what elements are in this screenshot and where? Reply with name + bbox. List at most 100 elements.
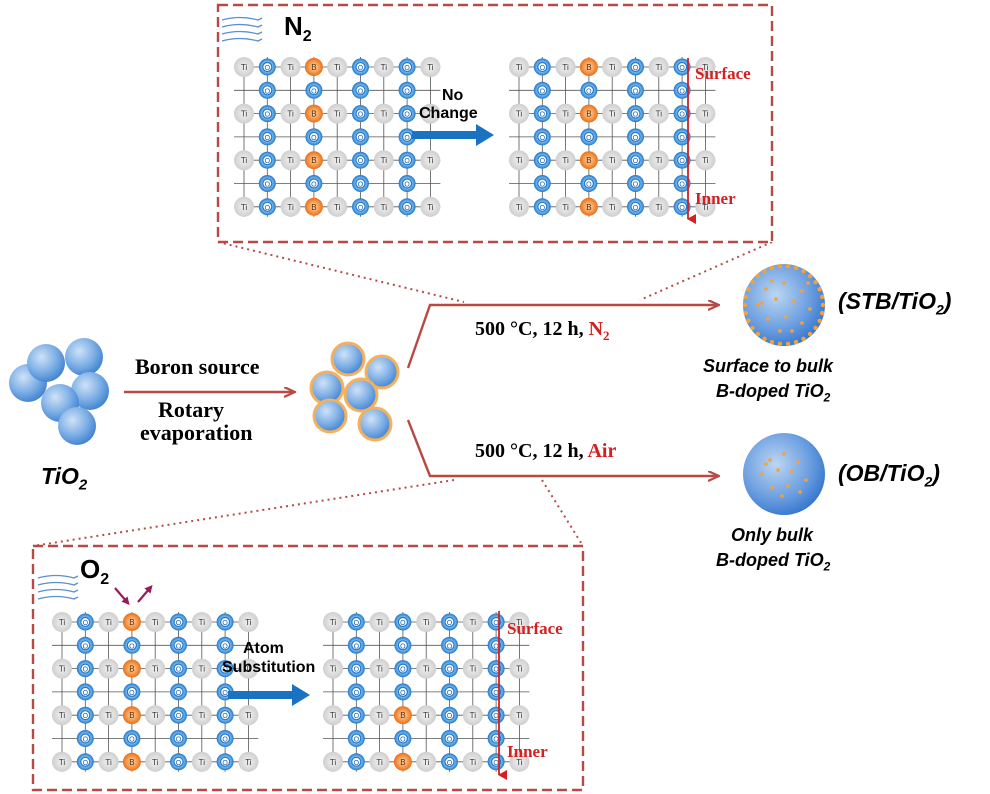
o-atom-label: O [83, 713, 89, 720]
ob-desc-line2: B-doped TiO2 [716, 550, 831, 574]
ti-atom [238, 751, 259, 772]
ti-atom-label: Ti [330, 618, 337, 627]
boron-dot [746, 286, 751, 292]
b-atom-label: B [311, 203, 316, 212]
boron-dot [743, 294, 749, 300]
o-atom-label: O [540, 205, 546, 212]
o-atom-label: O [400, 737, 406, 744]
ti-atom [234, 150, 254, 171]
o-atom-label: O [404, 112, 410, 119]
ti-atom [420, 196, 441, 217]
o-atom-label: O [679, 205, 685, 212]
o-atom-label: O [358, 112, 364, 119]
boron-dot [786, 484, 790, 488]
o-atom-label: O [358, 65, 364, 72]
ti-atom-label: Ti [427, 203, 434, 212]
boron-dot [790, 470, 794, 474]
boron-dot [793, 265, 799, 271]
ti-atom-label: Ti [562, 156, 569, 165]
no-change-arrow [412, 124, 494, 146]
ti-atom [373, 150, 394, 171]
ti-atom-label: Ti [287, 63, 294, 72]
ti-atom-label: Ti [287, 203, 294, 212]
ti-atom-label: Ti [470, 711, 477, 720]
ti-atom-label: Ti [152, 665, 159, 674]
ti-atom [373, 103, 394, 124]
ti-atom [695, 57, 716, 77]
ti-atom-label: Ti [245, 618, 252, 627]
boron-dot [790, 329, 794, 333]
boron-dot [808, 307, 812, 311]
ti-atom [280, 103, 301, 124]
n2-gas-flow-icon [221, 16, 263, 42]
boron-dot [760, 301, 764, 305]
o-atom-label: O [358, 205, 364, 212]
ti-atom-label: Ti [516, 203, 523, 212]
ti-atom-label: Ti [199, 665, 206, 674]
o-atom-label: O [447, 690, 453, 697]
o-atom-label: O [493, 643, 499, 650]
ti-atom-label: Ti [427, 156, 434, 165]
ti-atom [648, 196, 669, 217]
o-atom-label: O [633, 205, 639, 212]
ti-atom-label: Ti [334, 63, 341, 72]
b-atom [304, 197, 323, 216]
ti-atom-label: Ti [152, 758, 159, 767]
boron-dot [780, 494, 784, 498]
boron-dot [770, 486, 774, 490]
ti-atom [462, 658, 483, 679]
ti-atom-label: Ti [105, 665, 112, 674]
boron-dot [768, 458, 772, 462]
ti-atom [462, 705, 483, 726]
ti-atom [648, 150, 669, 171]
boron-dot [750, 279, 755, 285]
o-atom-label: O [679, 135, 685, 142]
boron-dot [776, 468, 780, 472]
o-atom-label: O [540, 112, 546, 119]
n2-surface-label: Surface [695, 64, 751, 83]
o-atom-label: O [176, 620, 182, 627]
ti-atom [98, 658, 119, 679]
boron-dot [800, 321, 804, 325]
o-atom-label: O [493, 667, 499, 674]
ti-atom [555, 150, 576, 171]
boron-dot [769, 265, 775, 271]
ti-atom [145, 658, 166, 679]
ti-atom-label: Ti [59, 711, 66, 720]
b-atom [579, 58, 598, 76]
ti-atom-label: Ti [245, 665, 252, 674]
ti-atom [327, 196, 348, 217]
o-atom-label: O [679, 88, 685, 95]
coated-particles [309, 341, 400, 442]
no-change-line2: Change [419, 105, 478, 122]
b-atom [122, 659, 141, 678]
o-atom-label: O [222, 713, 228, 720]
no-change-line1: No [442, 87, 464, 104]
o-atom-label: O [493, 737, 499, 744]
o-atom-label: O [354, 643, 360, 650]
b-atom-label: B [400, 711, 405, 720]
ti-atom [52, 705, 72, 726]
ti-atom [327, 150, 348, 171]
o-atom-label: O [265, 65, 271, 72]
ti-atom-label: Ti [423, 618, 430, 627]
b-atom [579, 197, 598, 216]
o-atom-label: O [222, 643, 228, 650]
ti-atom [327, 57, 348, 77]
o-atom-label: O [354, 737, 360, 744]
ti-atom [323, 658, 343, 679]
b-atom [393, 706, 412, 725]
o-atom-label: O [586, 135, 592, 142]
ti-atom [602, 103, 623, 124]
o-atom-label: O [493, 620, 499, 627]
b-atom-label: B [586, 63, 591, 72]
ti-atom-label: Ti [609, 110, 616, 119]
boron-dot [785, 264, 791, 269]
b-atom-label: B [400, 758, 405, 767]
o-atom-label: O [176, 737, 182, 744]
ti-atom [280, 150, 301, 171]
ti-atom [509, 751, 530, 772]
b-atom [122, 706, 141, 725]
